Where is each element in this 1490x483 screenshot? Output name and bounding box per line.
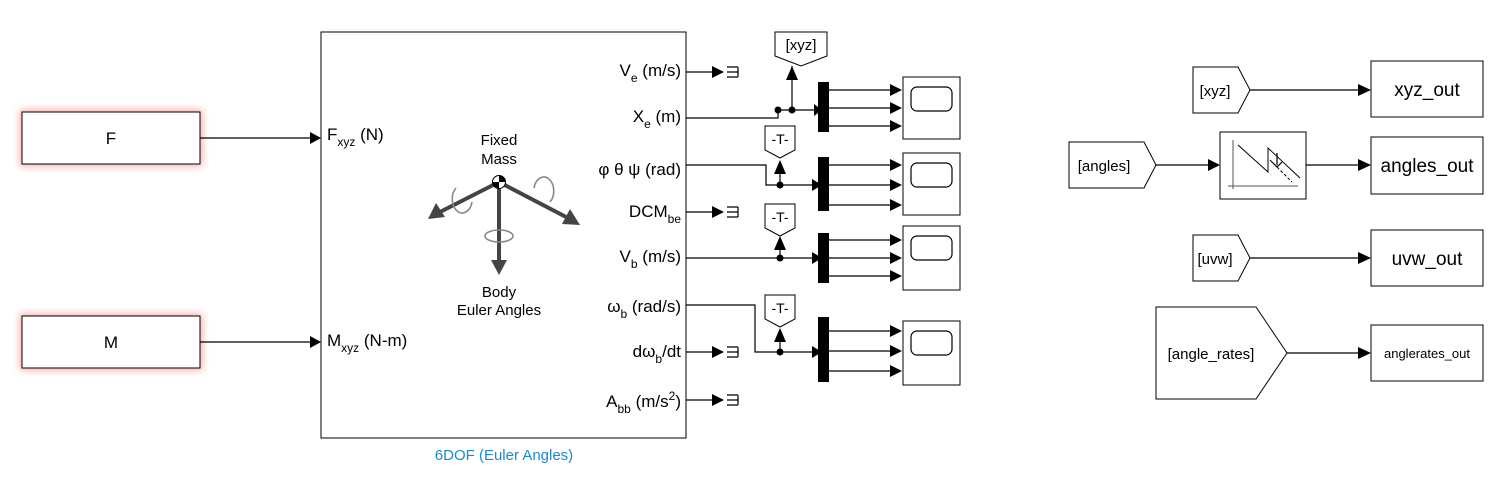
scope-icon[interactable] bbox=[902, 152, 961, 216]
outport-uvw[interactable]: uvw_out bbox=[1370, 229, 1484, 287]
svg-text:[angles]: [angles] bbox=[1078, 158, 1131, 175]
body-axes-icon: Fixed Mass Body Euler Angles bbox=[428, 132, 580, 319]
svg-text:-T-: -T- bbox=[771, 209, 788, 225]
from-angles[interactable]: [angles] bbox=[1068, 141, 1157, 189]
input-block-f[interactable]: F bbox=[20, 110, 202, 166]
svg-text:Fixed: Fixed bbox=[481, 132, 518, 149]
svg-text:-T-: -T- bbox=[771, 131, 788, 147]
port-out-dcm: DCMbe bbox=[629, 202, 681, 226]
mux-icon[interactable] bbox=[818, 157, 829, 211]
port-in-moment: Mxyz (N-m) bbox=[327, 331, 407, 355]
six-dof-title: 6DOF (Euler Angles) bbox=[435, 447, 573, 464]
terminator-icon[interactable] bbox=[686, 394, 739, 406]
terminator-icon[interactable] bbox=[686, 346, 739, 358]
outport-xyz[interactable]: xyz_out bbox=[1370, 60, 1484, 118]
port-out-euler: φ θ ψ (rad) bbox=[598, 160, 681, 179]
zero-order-hold-icon[interactable] bbox=[1219, 131, 1307, 200]
mux-icon[interactable] bbox=[818, 82, 829, 132]
outport-angles[interactable]: angles_out bbox=[1370, 136, 1484, 195]
svg-text:uvw_out: uvw_out bbox=[1392, 249, 1463, 270]
svg-text:[uvw]: [uvw] bbox=[1197, 251, 1232, 268]
svg-text:Mass: Mass bbox=[481, 151, 517, 168]
svg-text:angles_out: angles_out bbox=[1381, 156, 1475, 177]
mux-icon[interactable] bbox=[818, 317, 829, 382]
six-dof-block[interactable] bbox=[320, 31, 687, 439]
outport-anglerates[interactable]: anglerates_out bbox=[1370, 324, 1484, 382]
terminator-icon[interactable] bbox=[686, 206, 739, 218]
input-block-m[interactable]: M bbox=[20, 314, 202, 370]
svg-text:Euler Angles: Euler Angles bbox=[457, 302, 541, 319]
scope-icon[interactable] bbox=[902, 76, 961, 140]
svg-text:-T-: -T- bbox=[771, 300, 788, 316]
svg-text:[xyz]: [xyz] bbox=[1200, 83, 1231, 100]
goto-xyz[interactable]: [xyz] bbox=[774, 31, 828, 67]
goto-t-2[interactable]: -T- bbox=[764, 203, 796, 237]
svg-text:[xyz]: [xyz] bbox=[786, 37, 817, 54]
port-out-vb: Vb (m/s) bbox=[620, 247, 681, 271]
svg-text:[angle_rates]: [angle_rates] bbox=[1168, 346, 1255, 363]
goto-t-3[interactable]: -T- bbox=[764, 294, 796, 328]
input-label-m: M bbox=[104, 333, 118, 352]
terminator-icon[interactable] bbox=[686, 66, 739, 78]
svg-text:anglerates_out: anglerates_out bbox=[1384, 346, 1470, 361]
port-in-force: Fxyz (N) bbox=[327, 125, 384, 149]
port-out-xe: Xe (m) bbox=[633, 107, 681, 131]
port-out-abb: Abb (m/s2) bbox=[606, 389, 681, 416]
port-out-wb: ωb (rad/s) bbox=[607, 297, 681, 321]
from-xyz[interactable]: [xyz] bbox=[1192, 66, 1251, 114]
goto-t-1[interactable]: -T- bbox=[764, 125, 796, 159]
scope-icon[interactable] bbox=[902, 225, 961, 291]
svg-text:Body: Body bbox=[482, 284, 517, 301]
mux-icon[interactable] bbox=[818, 233, 829, 283]
from-angle-rates[interactable]: [angle_rates] bbox=[1155, 306, 1288, 400]
scope-icon[interactable] bbox=[902, 320, 961, 386]
input-label-f: F bbox=[106, 129, 116, 148]
from-uvw[interactable]: [uvw] bbox=[1192, 234, 1251, 282]
port-out-ve: Ve (m/s) bbox=[620, 61, 681, 85]
port-out-dwb: dωb/dt bbox=[633, 342, 682, 366]
svg-text:xyz_out: xyz_out bbox=[1394, 80, 1460, 101]
